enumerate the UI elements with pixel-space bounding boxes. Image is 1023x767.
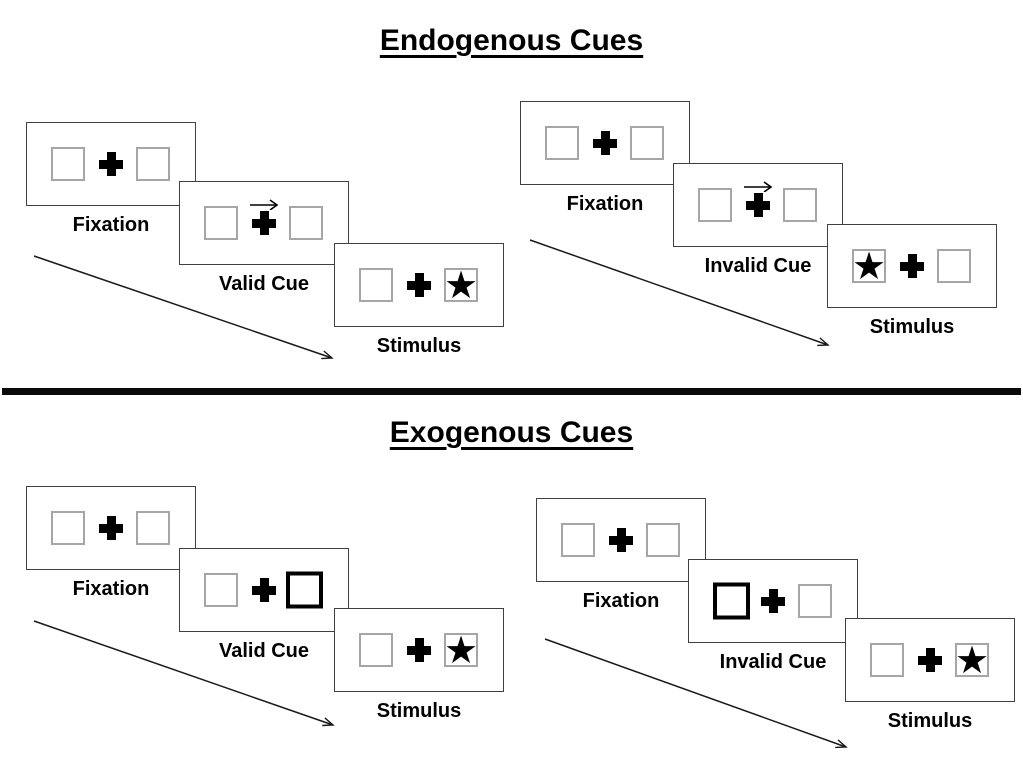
fixation-cross-icon xyxy=(746,193,770,217)
placeholder-box-right xyxy=(136,511,170,545)
placeholder-box-right xyxy=(630,126,664,160)
cue-arrow-right-icon xyxy=(250,199,279,210)
placeholder-box-right xyxy=(289,206,323,240)
stimulus-box-right: ★ xyxy=(443,263,479,307)
fixation-panel xyxy=(26,122,196,206)
cue-arrow-right-icon xyxy=(744,181,773,192)
fixation-label: Fixation xyxy=(582,590,660,612)
stimulus-label: Stimulus xyxy=(869,316,955,338)
stimulus-label: Stimulus xyxy=(887,710,973,732)
placeholder-box-right xyxy=(937,249,971,283)
section-title-endogenous: Endogenous Cues xyxy=(379,24,644,57)
stimulus-box-left: ★ xyxy=(851,244,887,288)
target-star-icon: ★ xyxy=(954,638,990,682)
placeholder-box-right xyxy=(646,523,680,557)
placeholder-box-left xyxy=(359,633,393,667)
placeholder-box-left xyxy=(698,188,732,222)
fixation-panel xyxy=(26,486,196,570)
cue-box-right xyxy=(286,571,323,609)
placeholder-box-left xyxy=(51,511,85,545)
cue-label: Valid Cue xyxy=(218,640,310,662)
target-star-icon: ★ xyxy=(443,263,479,307)
placeholder-box-left xyxy=(204,573,238,607)
placeholder-box-left xyxy=(545,126,579,160)
cue-panel xyxy=(179,548,349,632)
fixation-cross-icon xyxy=(918,648,942,672)
placeholder-box-left xyxy=(561,523,595,557)
fixation-cross-icon xyxy=(900,254,924,278)
stimulus-box-right: ★ xyxy=(954,638,990,682)
timeline-arrow-exogenous-valid xyxy=(33,620,335,727)
fixation-label: Fixation xyxy=(72,214,150,236)
stimulus-panel: ★ xyxy=(827,224,997,308)
placeholder-box-left xyxy=(870,643,904,677)
cue-panel xyxy=(179,181,349,265)
stimulus-box-right: ★ xyxy=(443,628,479,672)
fixation-panel xyxy=(520,101,690,185)
placeholder-box-left xyxy=(51,147,85,181)
section-divider xyxy=(2,388,1021,395)
cue-label: Invalid Cue xyxy=(704,255,812,277)
cue-panel xyxy=(688,559,858,643)
fixation-cross-icon xyxy=(407,638,431,662)
fixation-cross-icon xyxy=(252,578,276,602)
fixation-label: Fixation xyxy=(72,578,150,600)
placeholder-box-left xyxy=(204,206,238,240)
fixation-cross-icon xyxy=(99,152,123,176)
fixation-cross-icon xyxy=(593,131,617,155)
stimulus-label: Stimulus xyxy=(376,700,462,722)
target-star-icon: ★ xyxy=(851,244,887,288)
timeline-arrow-endogenous-valid xyxy=(33,255,334,360)
placeholder-box-right xyxy=(798,584,832,618)
fixation-cross-icon xyxy=(609,528,633,552)
cue-label: Valid Cue xyxy=(218,273,310,295)
fixation-panel xyxy=(536,498,706,582)
fixation-cross-icon xyxy=(252,211,276,235)
stimulus-panel: ★ xyxy=(334,608,504,692)
fixation-label: Fixation xyxy=(566,193,644,215)
cue-label: Invalid Cue xyxy=(719,651,827,673)
target-star-icon: ★ xyxy=(443,628,479,672)
stimulus-panel: ★ xyxy=(334,243,504,327)
fixation-cross-icon xyxy=(761,589,785,613)
placeholder-box-right xyxy=(783,188,817,222)
stimulus-label: Stimulus xyxy=(376,335,462,357)
fixation-cross-icon xyxy=(407,273,431,297)
placeholder-box-left xyxy=(359,268,393,302)
section-title-exogenous: Exogenous Cues xyxy=(389,416,634,449)
cue-box-left xyxy=(713,582,750,620)
cue-panel xyxy=(673,163,843,247)
fixation-cross-icon xyxy=(99,516,123,540)
stimulus-panel: ★ xyxy=(845,618,1015,702)
placeholder-box-right xyxy=(136,147,170,181)
